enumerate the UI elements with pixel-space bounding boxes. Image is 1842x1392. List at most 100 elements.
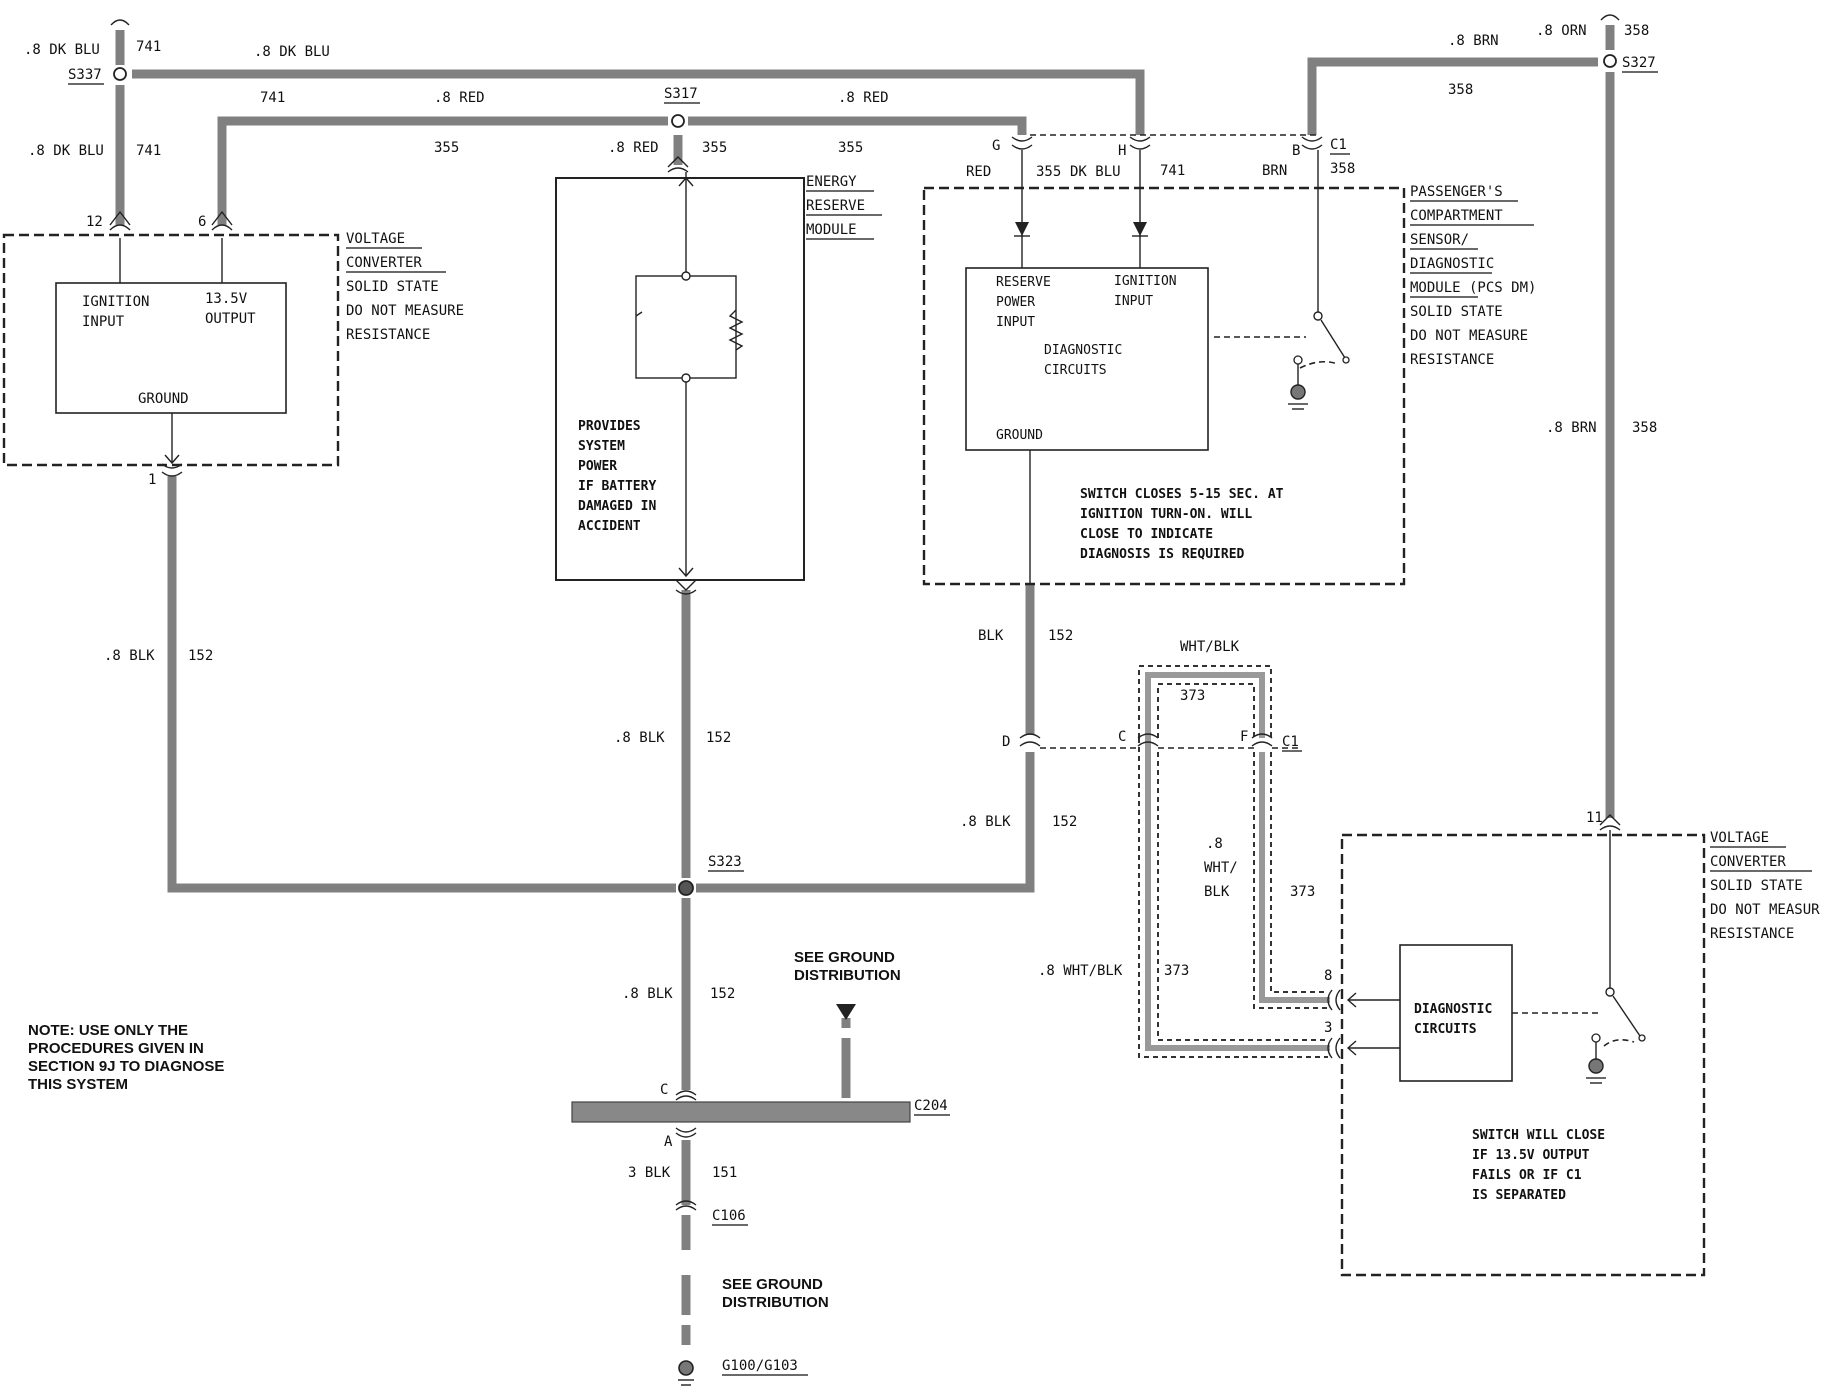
c204-label: C204 (914, 1098, 948, 1114)
pcs-title-4: DIAGNOSTIC (1410, 256, 1494, 272)
pcs-ground2-gauge: .8 BLK (960, 814, 1011, 830)
erm-desc-5: DAMAGED IN (578, 499, 656, 514)
s337-down-gauge: .8 DK BLU (28, 143, 104, 159)
wht-mid-gauge-1: .8 (1206, 836, 1223, 852)
pcs-switch-note-3: CLOSE TO INDICATE (1080, 527, 1213, 542)
pcs-h-circuit: 741 (1160, 163, 1185, 179)
erm-feed-gauge: .8 RED (608, 140, 659, 156)
vc2-diag-1: DIAGNOSTIC (1414, 1002, 1492, 1017)
erm-ground-circuit: 152 (706, 730, 731, 746)
brn-top-gauge: .8 BRN (1448, 33, 1499, 49)
erm-feed-circuit: 355 (702, 140, 727, 156)
wht-mid-circuit: 373 (1290, 884, 1315, 900)
shielded-wire-373 (1138, 665, 1330, 1058)
pcs-reserve-3: INPUT (996, 315, 1035, 330)
pcs-g-color: RED (966, 164, 991, 180)
wire-152-pcs (696, 583, 1035, 893)
pcs-title-1: PASSENGER'S (1410, 184, 1503, 200)
wire-741-top (132, 69, 1145, 135)
s323-down-circuit: 152 (710, 986, 735, 1002)
vc2-diag-2: CIRCUITS (1414, 1022, 1477, 1037)
erm-title1: ENERGY (806, 174, 857, 190)
connector-labels: 12 6 1 G H B C1 RED 355 DK BLU 741 BRN 3… (86, 137, 1603, 1376)
s337-top-gauge: .8 DK BLU (24, 42, 100, 58)
pcs-switch-note-2: IGNITION TURN-ON. WILL (1080, 507, 1252, 522)
wire-152-vc (167, 476, 676, 893)
splices (113, 54, 1617, 1386)
wire-caps (110, 14, 1620, 26)
vc2-switch-note-1: SWITCH WILL CLOSE (1472, 1128, 1605, 1143)
note-line3: SECTION 9J TO DIAGNOSE (28, 1058, 224, 1075)
vc-output-label: OUTPUT (205, 311, 256, 327)
s327-left-circuit: 358 (1448, 82, 1473, 98)
vc-solid-state: SOLID STATE (346, 279, 439, 295)
pcs-ign-2: INPUT (1114, 294, 1153, 309)
pcs-title-5: MODULE (PCS DM) (1410, 280, 1536, 296)
see-ground-1-line1: SEE GROUND (794, 949, 895, 966)
c204-bar (571, 1101, 911, 1123)
see-ground-1-line2: DISTRIBUTION (794, 967, 901, 984)
pcs-reserve-1: RESERVE (996, 275, 1051, 290)
vc-title1: VOLTAGE (346, 231, 405, 247)
c204-pin-c: C (660, 1082, 668, 1098)
ground-151-gauge: 3 BLK (628, 1165, 671, 1181)
vc-resistance: RESISTANCE (346, 327, 430, 343)
erm-desc-6: ACCIDENT (578, 519, 641, 534)
pcs-switch-note-4: DIAGNOSIS IS REQUIRED (1080, 547, 1245, 562)
wires (115, 25, 1615, 1345)
vc-13v-label: 13.5V (205, 291, 248, 307)
erm-ground-gauge: .8 BLK (614, 730, 665, 746)
splice-s317 (671, 114, 685, 128)
pcs-dm-module: RESERVE POWER INPUT IGNITION INPUT DIAGN… (922, 150, 1536, 586)
vc2-title1: VOLTAGE (1710, 830, 1769, 846)
vc2-switch-note-3: FAILS OR IF C1 (1472, 1168, 1582, 1183)
vc-ignition-label: IGNITION (82, 294, 149, 310)
ground-symbol-bottom (678, 1360, 694, 1376)
pcs-b-color: BRN (1262, 163, 1287, 179)
pcs-b-circuit: 358 (1330, 161, 1355, 177)
pcs-c1-label: C1 (1330, 137, 1347, 153)
pcs-do-not-measure: DO NOT MEASURE (1410, 328, 1528, 344)
connector-symbols (109, 136, 1621, 1211)
see-ground-2-line2: DISTRIBUTION (722, 1294, 829, 1311)
vc-ground-gauge: .8 BLK (104, 648, 155, 664)
vc2-resistance: RESISTANCE (1710, 926, 1794, 942)
voltage-converter-right: DIAGNOSTIC CIRCUITS SWITCH WILL CLOSE IF… (1340, 830, 1820, 1277)
pcs-title-3: SENSOR/ (1410, 232, 1469, 248)
pcs-g-circuit: 355 (1036, 164, 1061, 180)
erm-desc-2: SYSTEM (578, 439, 625, 454)
pcs-diag-1: DIAGNOSTIC (1044, 343, 1122, 358)
pcs-ground2-circuit: 152 (1052, 814, 1077, 830)
pcs-ground-label: GROUND (996, 428, 1043, 443)
wire-labels: .8 DK BLU 741 .8 DK BLU S337 .8 DK BLU 7… (24, 23, 1658, 1181)
s327-top-circuit: 358 (1624, 23, 1649, 39)
c1-pin-c: C (1118, 729, 1126, 745)
s327-label: S327 (1622, 55, 1656, 71)
pcs-pin-g: G (992, 138, 1000, 154)
note-line4: THIS SYSTEM (28, 1076, 128, 1093)
vc-ignition-input-label: INPUT (82, 314, 125, 330)
pcs-ground-circuit: 152 (1048, 628, 1073, 644)
erm-title2: RESERVE (806, 198, 865, 214)
c1-label: C1 (1282, 734, 1299, 750)
s323-label: S323 (708, 854, 742, 870)
red-right-circuit: 355 (838, 140, 863, 156)
wht-left-circuit: 373 (1164, 963, 1189, 979)
wht-top-gauge: WHT/BLK (1180, 639, 1240, 655)
notes: SEE GROUND DISTRIBUTION SEE GROUND DISTR… (28, 949, 901, 1311)
pcs-h-color: DK BLU (1070, 164, 1121, 180)
wire-358-brn (1307, 57, 1598, 135)
pcs-switch-note-1: SWITCH CLOSES 5-15 SEC. AT (1080, 487, 1284, 502)
vc2-switch-note-2: IF 13.5V OUTPUT (1472, 1148, 1590, 1163)
wht-top-circuit: 373 (1180, 688, 1205, 704)
erm-desc-4: IF BATTERY (578, 479, 656, 494)
wire-355-red (217, 116, 1027, 225)
vc-ground-circuit: 152 (188, 648, 213, 664)
c204-pin-a: A (664, 1134, 673, 1150)
ground-151-circuit: 151 (712, 1165, 737, 1181)
erm-desc-1: PROVIDES (578, 419, 641, 434)
wht-mid-gauge-3: BLK (1204, 884, 1230, 900)
wht-mid-gauge-2: WHT/ (1204, 860, 1238, 876)
s317-label: S317 (664, 86, 698, 102)
s327-top-gauge: .8 ORN (1536, 23, 1587, 39)
